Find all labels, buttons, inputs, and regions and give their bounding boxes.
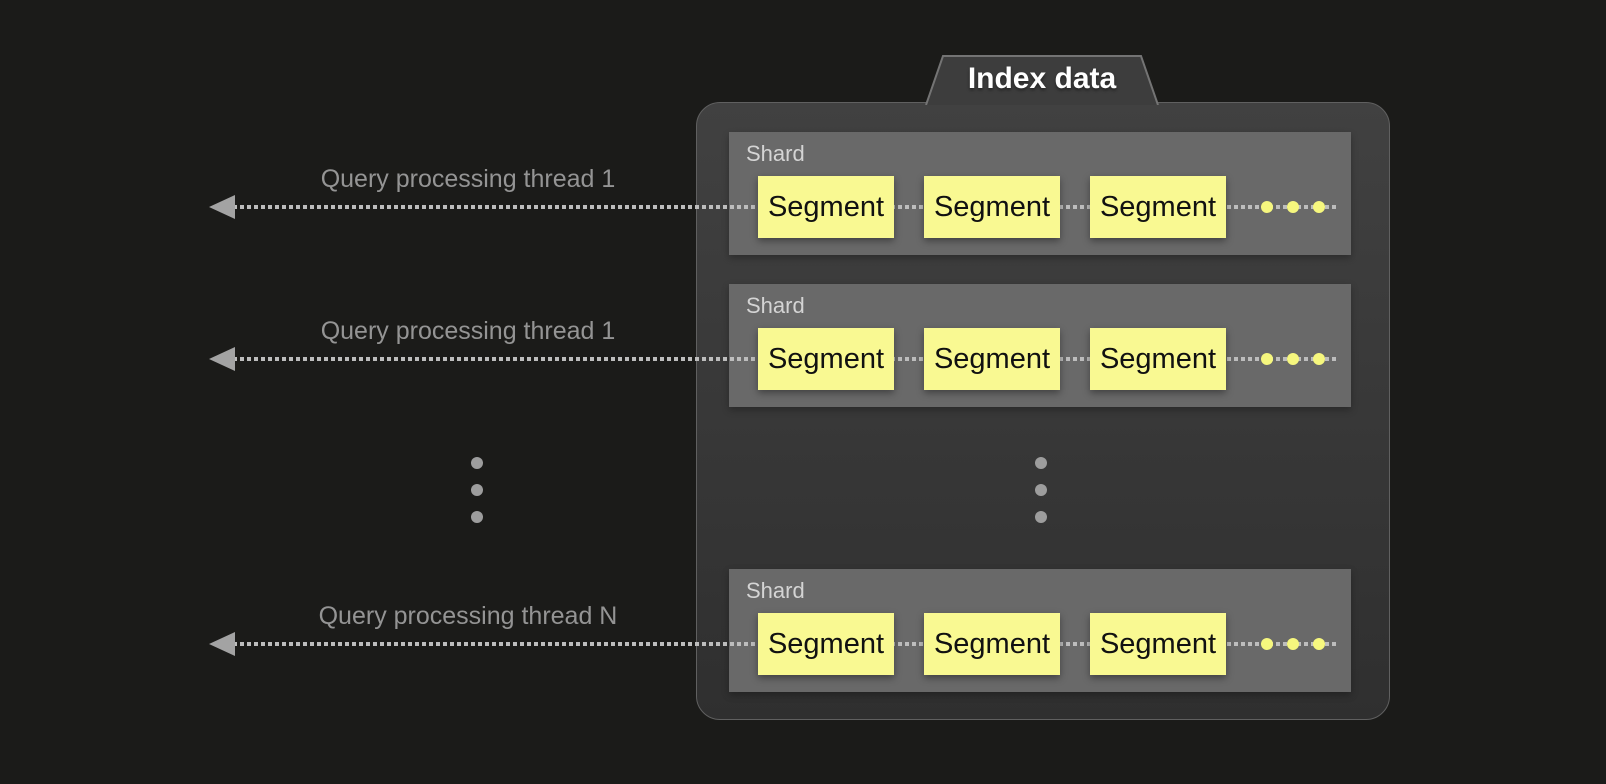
shard-title: Shard <box>746 293 805 318</box>
segment-box: Segment <box>758 613 894 675</box>
shard-title: Shard <box>746 578 805 603</box>
left-arrowhead-icon <box>209 347 235 371</box>
query-thread-label: Query processing thread 1 <box>320 165 616 193</box>
segment-box: Segment <box>758 328 894 390</box>
left-arrowhead-icon <box>209 195 235 219</box>
more-shards-ellipsis-dot <box>1035 484 1047 496</box>
segment-box: Segment <box>1090 328 1226 390</box>
more-threads-ellipsis-dot <box>471 457 483 469</box>
index-data-tab-shape <box>925 55 1159 105</box>
more-threads-ellipsis-dot <box>471 511 483 523</box>
more-segments-ellipsis-dot <box>1313 638 1325 650</box>
segment-box: Segment <box>1090 613 1226 675</box>
query-thread-label: Query processing thread N <box>318 602 618 630</box>
segment-box: Segment <box>1090 176 1226 238</box>
segment-box: Segment <box>924 176 1060 238</box>
more-segments-ellipsis-dot <box>1261 353 1273 365</box>
more-segments-ellipsis-dot <box>1313 201 1325 213</box>
query-thread-label: Query processing thread 1 <box>320 317 616 345</box>
segment-box: Segment <box>924 613 1060 675</box>
more-shards-ellipsis-dot <box>1035 511 1047 523</box>
more-segments-ellipsis-dot <box>1287 201 1299 213</box>
more-segments-ellipsis-dot <box>1287 638 1299 650</box>
more-segments-ellipsis-dot <box>1261 638 1273 650</box>
shard-title: Shard <box>746 141 805 166</box>
segment-box: Segment <box>758 176 894 238</box>
left-arrowhead-icon <box>209 632 235 656</box>
index-data-tab-label: Index data <box>967 62 1117 95</box>
segment-box: Segment <box>924 328 1060 390</box>
more-shards-ellipsis-dot <box>1035 457 1047 469</box>
more-threads-ellipsis-dot <box>471 484 483 496</box>
more-segments-ellipsis-dot <box>1261 201 1273 213</box>
more-segments-ellipsis-dot <box>1313 353 1325 365</box>
more-segments-ellipsis-dot <box>1287 353 1299 365</box>
